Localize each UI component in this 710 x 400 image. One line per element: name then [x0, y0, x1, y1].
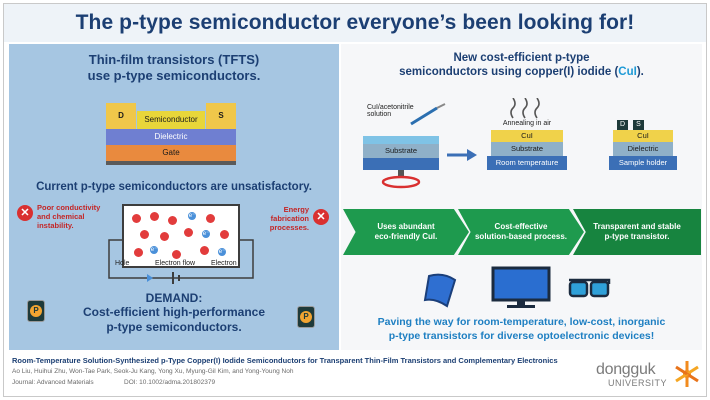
monitor-icon: [491, 266, 551, 308]
demand-line3: p-type semiconductors.: [106, 320, 242, 334]
right-title-line2: semiconductors using copper(I) iodide (C…: [341, 66, 702, 78]
benefit-1-line1: Uses abundant: [377, 222, 435, 231]
solution-line2: solution: [367, 111, 392, 118]
flexible-display-icon: [423, 273, 457, 308]
footer: Room-Temperature Solution-Synthesized p-…: [4, 352, 706, 396]
problem-left-line2: and chemical: [37, 212, 85, 221]
problem-energy: Energy fabrication processes.: [245, 205, 309, 232]
cui-layer-step2: CuI: [491, 130, 563, 142]
university-logo-text: dongguk: [596, 361, 656, 378]
electron-flow-label: Electron flow: [155, 260, 196, 267]
drain-contact: D: [617, 120, 628, 130]
p-type-badge-icon: P: [27, 300, 45, 322]
stack-base: [106, 161, 236, 165]
hole-label: Hole: [115, 260, 130, 267]
benefit-2-line2: solution-based process.: [474, 232, 568, 241]
electron-particle: e⁻: [218, 248, 226, 256]
paper-title: Room-Temperature Solution-Synthesized p-…: [12, 356, 558, 365]
demand-line2: Cost-efficient high-performance: [82, 305, 265, 319]
badge-letter: P: [30, 305, 42, 317]
problem-right-line1: Energy fabrication: [270, 205, 309, 223]
hole-particle: [200, 246, 209, 255]
semiconductor-layer: Semiconductor: [137, 111, 205, 129]
annealing-label: Annealing in air: [502, 120, 552, 127]
3d-glasses-icon: [568, 278, 611, 298]
tft-title-line1: Thin-film transistors (TFTS): [88, 52, 260, 67]
pipette-icon: [410, 103, 446, 126]
university-logo-subtext: UNIVERSITY: [608, 378, 668, 388]
substrate-step2: Substrate: [491, 142, 563, 156]
spin-chuck: [363, 158, 439, 170]
problem-right-line2: processes.: [269, 223, 309, 232]
cui-solution-film: [363, 136, 439, 144]
right-panel: New cost-efficient p-type semiconductors…: [341, 44, 702, 350]
circuit-wires: [108, 239, 254, 284]
spin-rotation-icon: [381, 170, 421, 189]
solution-label: CuI/acetonitrile solution: [367, 104, 414, 118]
p-type-badge-icon: P: [297, 306, 315, 328]
benefit-1-line2: eco-friendly CuI.: [374, 232, 438, 241]
electron-label: Electron: [211, 260, 237, 267]
paper-journal: Journal: Advanced Materials: [12, 379, 94, 386]
solution-line1: CuI/acetonitrile: [367, 104, 414, 111]
benefit-3-line2: p-type transistor.: [604, 232, 670, 241]
semiconductor-channel: e⁻ e⁻ e⁻ e⁻: [122, 204, 240, 268]
closing-line1: Paving the way for room-temperature, low…: [377, 316, 666, 328]
right-title-line1: New cost-efficient p-type: [453, 52, 590, 64]
x-mark-icon: ✕: [17, 205, 33, 221]
title-text-a: semiconductors using copper(I) iodide (: [399, 66, 619, 78]
hole-particle: [160, 232, 169, 241]
dielectric-layer: Dielectric: [106, 129, 236, 145]
arrow-right-icon: [447, 149, 477, 161]
left-panel: Thin-film transistors (TFTS) use p-type …: [9, 44, 339, 350]
paper-authors: Ao Liu, Huihui Zhu, Won-Tae Park, Seok-J…: [12, 368, 294, 375]
paper-doi: DOI: 10.1002/adma.201802379: [124, 379, 216, 386]
demand-heading: DEMAND:: [145, 291, 203, 305]
source-contact: S: [633, 120, 644, 130]
cui-layer-step3: CuI: [613, 130, 673, 142]
current-heading: Current p-type semiconductors are unsati…: [36, 181, 312, 193]
heat-waves-icon: [510, 98, 540, 119]
tft-title-line2: use p-type semiconductors.: [87, 68, 261, 83]
page-title: The p-type semiconductor everyone’s been…: [75, 11, 635, 34]
hole-particle: [132, 214, 141, 223]
benefit-2-line1: Cost-effective: [494, 222, 548, 231]
electron-particle: e⁻: [202, 230, 210, 238]
electron-particle: e⁻: [150, 246, 158, 254]
sample-holder: Sample holder: [609, 156, 677, 170]
source-electrode: S: [206, 103, 236, 129]
hole-particle: [206, 214, 215, 223]
hole-particle: [134, 248, 143, 257]
hole-particle: [140, 230, 149, 239]
hole-particle: [150, 212, 159, 221]
problem-left-line3: instability.: [37, 221, 74, 230]
room-temperature-plate: Room temperature: [487, 156, 567, 170]
title-text-c: ).: [636, 66, 644, 78]
problem-conductivity: Poor conductivity and chemical instabili…: [37, 203, 100, 230]
header-bar: The p-type semiconductor everyone’s been…: [4, 4, 706, 42]
benefit-3-line1: Transparent and stable: [593, 222, 681, 231]
hole-particle: [220, 230, 229, 239]
title-cui: CuI: [618, 66, 637, 78]
electron-particle: e⁻: [188, 212, 196, 220]
hole-particle: [184, 228, 193, 237]
badge-letter: P: [300, 311, 312, 323]
closing-line2: p-type transistors for diverse optoelect…: [388, 330, 655, 342]
gate-layer: Gate: [106, 145, 236, 161]
hole-particle: [172, 250, 181, 259]
infographic: The p-type semiconductor everyone’s been…: [3, 3, 707, 397]
university-logo-icon: [675, 361, 699, 387]
substrate-step1: Substrate: [363, 144, 439, 158]
drain-electrode: D: [106, 103, 136, 129]
hole-particle: [168, 216, 177, 225]
dielectric-step3: Dielectric: [613, 142, 673, 156]
x-mark-icon: ✕: [313, 209, 329, 225]
problem-left-line1: Poor conductivity: [37, 203, 101, 212]
